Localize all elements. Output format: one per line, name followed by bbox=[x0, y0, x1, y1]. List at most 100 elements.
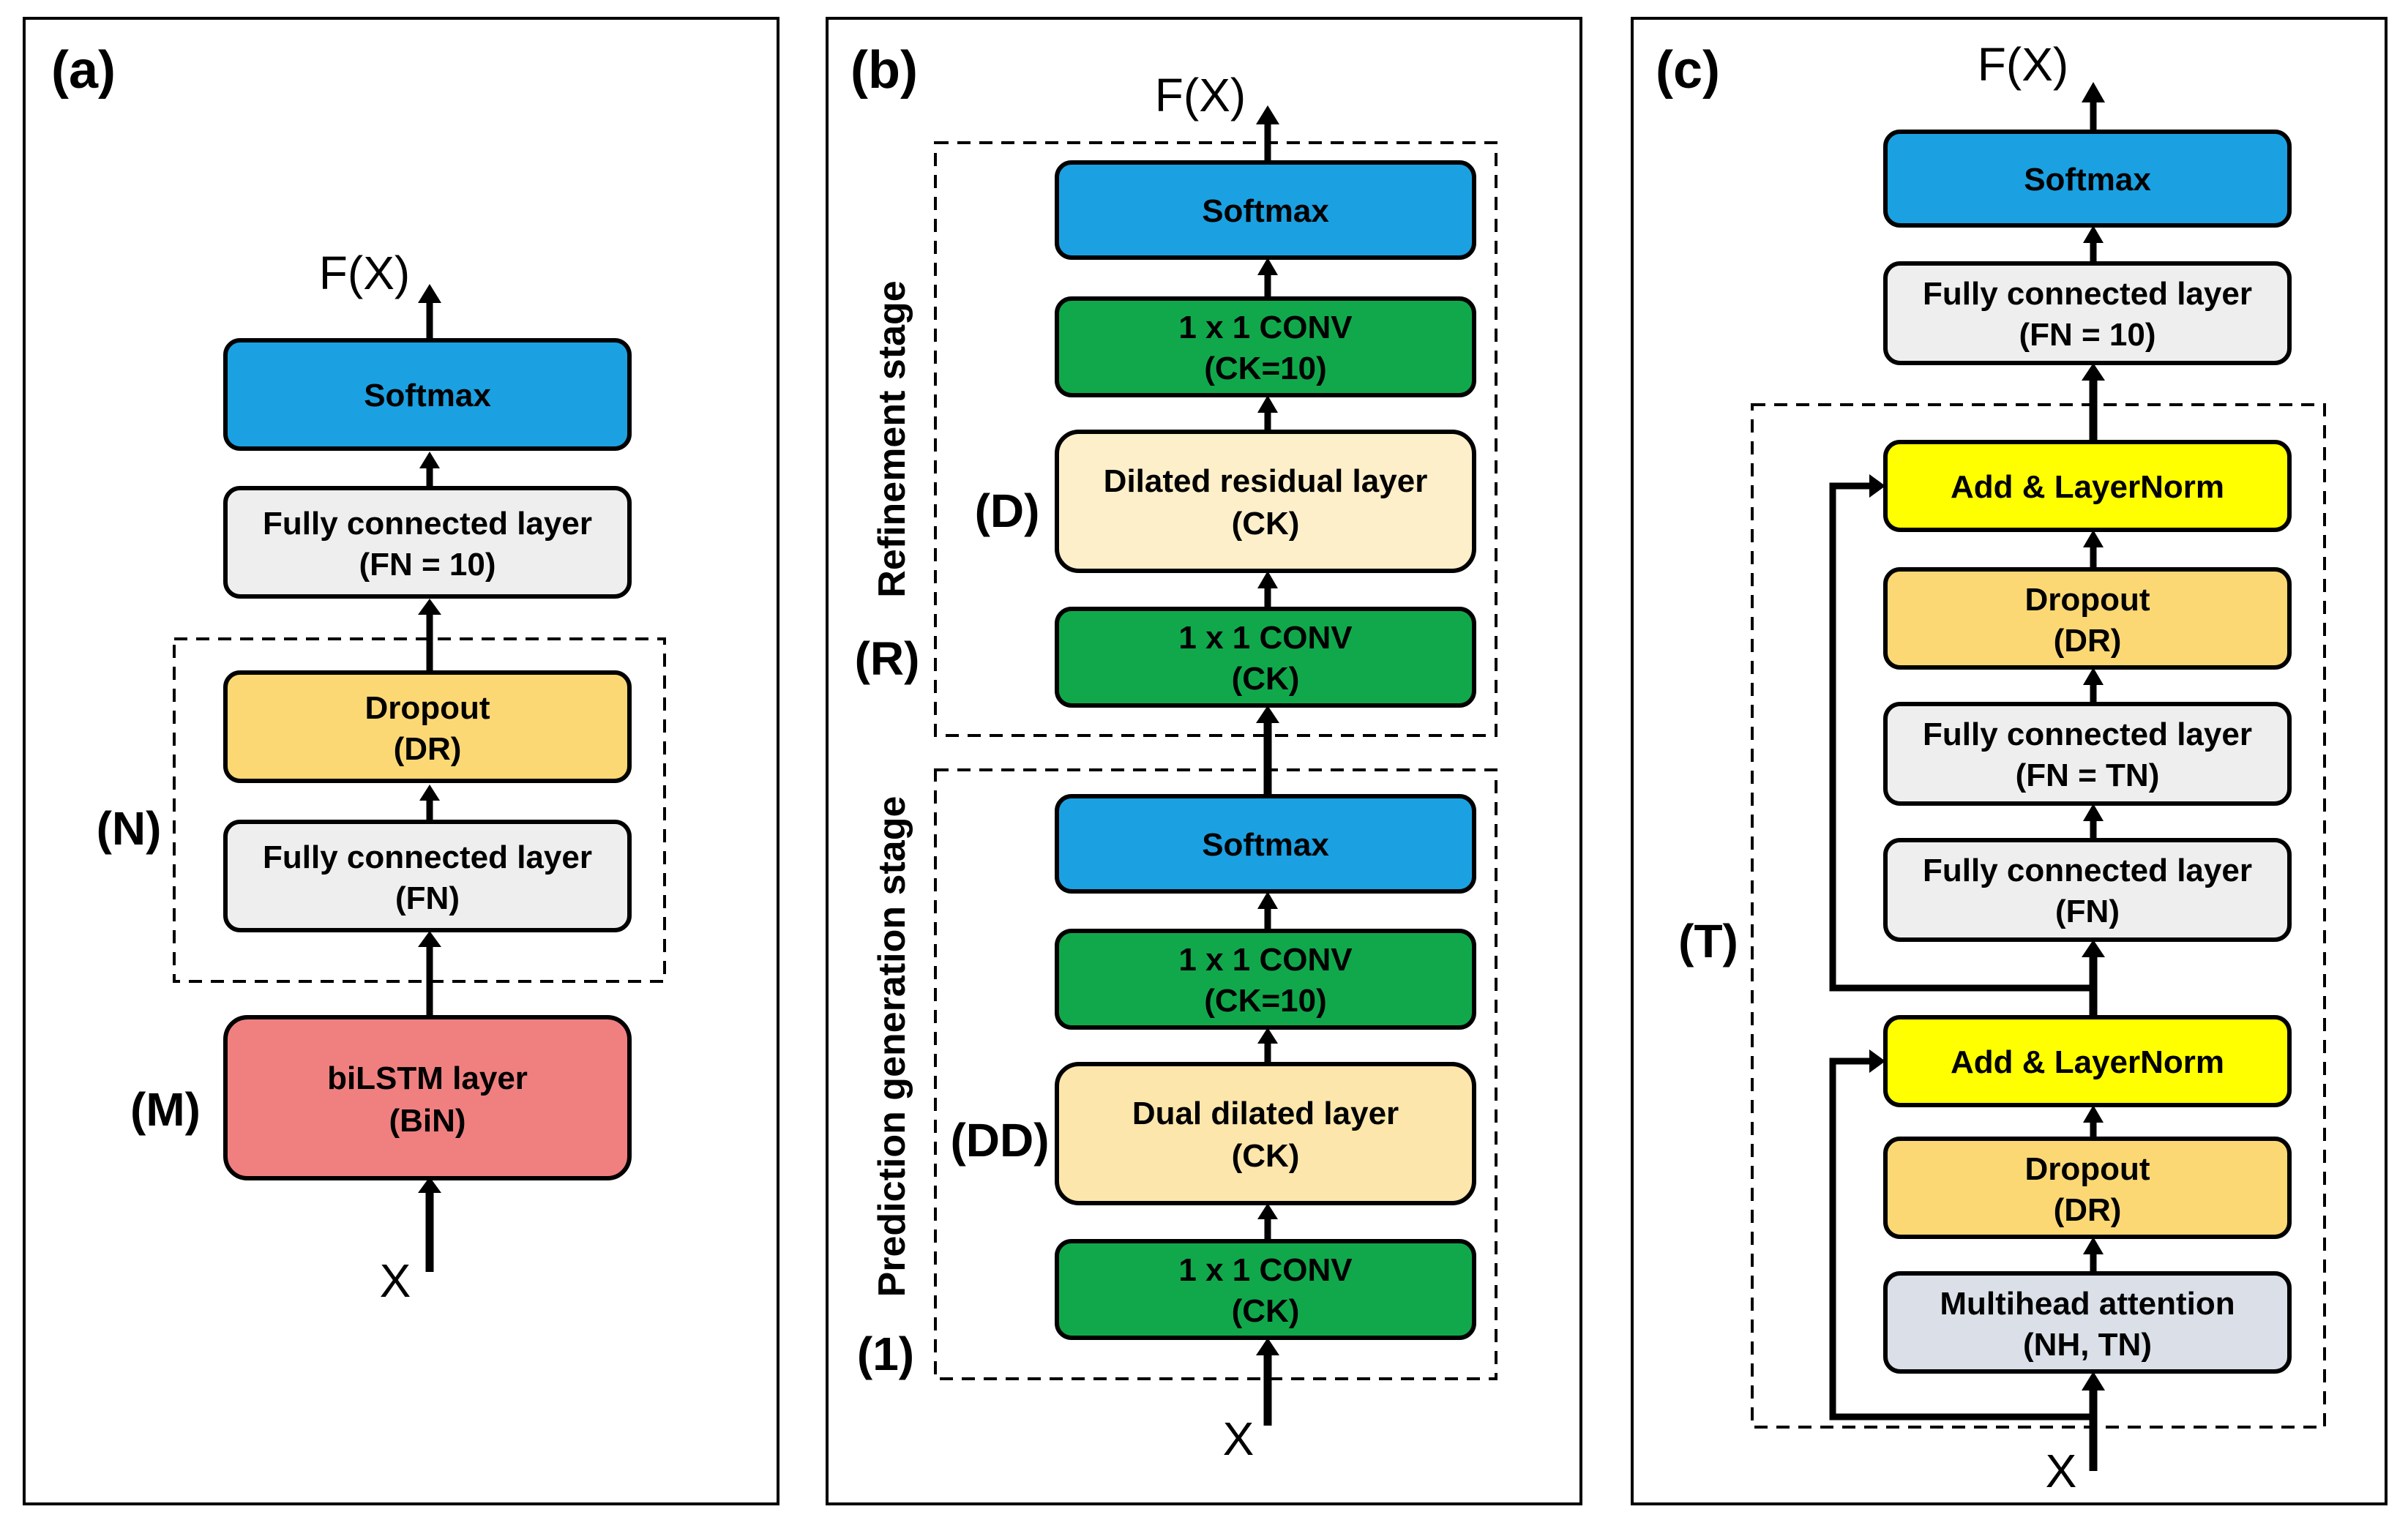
softmax-label: Softmax bbox=[2024, 162, 2151, 198]
panel-a-label: (a) bbox=[51, 41, 116, 100]
ref-dilated-param: (CK) bbox=[1232, 506, 1300, 542]
output-label: F(X) bbox=[1978, 38, 2068, 91]
multihead-attention-param: (NH, TN) bbox=[2023, 1327, 2152, 1363]
pred-conv-in-label: 1 x 1 CONV bbox=[1178, 1252, 1353, 1288]
arrow-head bbox=[2083, 530, 2104, 547]
fc-tn-box bbox=[1883, 702, 2292, 806]
refinement-block bbox=[934, 141, 1497, 737]
fc-param: (FN) bbox=[395, 880, 460, 916]
fc-tn-param: (FN = TN) bbox=[2016, 757, 2160, 793]
repeat-label-r: (R) bbox=[855, 632, 920, 685]
repeat-label-dd: (DD) bbox=[950, 1114, 1049, 1167]
arrow-head bbox=[2082, 363, 2105, 381]
residual-connection-top bbox=[1829, 482, 2093, 992]
fc-fn-label: Fully connected layer bbox=[1923, 853, 2252, 888]
fc-output-label: Fully connected layer bbox=[1923, 276, 2252, 312]
arrow-head bbox=[1257, 1027, 1278, 1044]
ref-conv-in-param: (CK) bbox=[1232, 661, 1300, 697]
arrow-head bbox=[2083, 1105, 2104, 1123]
dropout-label: Dropout bbox=[364, 690, 490, 726]
panel-c: (c) (T) Softmax Fully connected layer (F… bbox=[1631, 17, 2388, 1505]
arrow-head bbox=[418, 931, 441, 947]
fc-fn-box bbox=[1883, 838, 2292, 942]
fc-output-label: Fully connected layer bbox=[263, 506, 592, 542]
arrow-head bbox=[2083, 804, 2104, 821]
fc-fn-param: (FN) bbox=[2055, 894, 2120, 929]
input-label: X bbox=[2046, 1445, 2077, 1497]
arrow-head bbox=[418, 284, 441, 303]
dropout-bottom-param: (DR) bbox=[2054, 1192, 2122, 1228]
panel-b-label: (b) bbox=[850, 41, 918, 100]
fc-output-param: (FN = 10) bbox=[359, 547, 496, 583]
arrow-head bbox=[1869, 474, 1885, 498]
repeat-label-t: (T) bbox=[1678, 915, 1738, 967]
multihead-attention-label: Multihead attention bbox=[1940, 1286, 2235, 1322]
dropout-bottom-box bbox=[1883, 1137, 2292, 1239]
arrow-head bbox=[1256, 705, 1279, 723]
arrow-head bbox=[418, 599, 441, 615]
pred-dual-box bbox=[1055, 1062, 1476, 1205]
bilstm-box bbox=[223, 1015, 632, 1180]
arrow-head bbox=[2082, 940, 2105, 957]
dropout-top-param: (DR) bbox=[2054, 623, 2122, 659]
arrow-head bbox=[1257, 571, 1278, 588]
bilstm-param: (BiN) bbox=[389, 1103, 465, 1139]
arrow-head bbox=[1257, 891, 1278, 909]
add-layernorm-top-label: Add & LayerNorm bbox=[1951, 469, 2224, 505]
panel-b: (b) Refinement stage Prediction generati… bbox=[826, 17, 1582, 1505]
fc-tn-label: Fully connected layer bbox=[1923, 716, 2252, 752]
bilstm-label: biLSTM layer bbox=[327, 1060, 528, 1096]
arrow-head bbox=[2082, 1371, 2105, 1390]
input-label: X bbox=[380, 1254, 411, 1307]
panel-a: (a) (N) (M) Softmax Fully connected laye… bbox=[23, 17, 779, 1505]
arrow-head bbox=[2083, 225, 2104, 243]
repeat-label-1: (1) bbox=[857, 1328, 914, 1380]
panel-c-label: (c) bbox=[1656, 41, 1720, 100]
repeat-block-t bbox=[1751, 403, 2326, 1429]
repeat-label-d: (D) bbox=[975, 484, 1040, 537]
output-label: F(X) bbox=[1155, 69, 1246, 121]
ref-softmax-label: Softmax bbox=[1202, 193, 1329, 229]
arrow-head bbox=[1869, 1049, 1885, 1073]
arrow-head bbox=[2082, 82, 2105, 102]
arrow-head bbox=[1257, 1203, 1278, 1219]
fc-output-param: (FN = 10) bbox=[2019, 317, 2155, 353]
pred-dual-label: Dual dilated layer bbox=[1132, 1096, 1399, 1131]
pred-dual-param: (CK) bbox=[1232, 1138, 1300, 1174]
multihead-attention-box bbox=[1883, 1271, 2292, 1374]
prediction-block bbox=[934, 768, 1497, 1380]
pred-conv-out-label: 1 x 1 CONV bbox=[1178, 942, 1353, 978]
dropout-top-label: Dropout bbox=[2024, 582, 2150, 618]
arrow-head bbox=[1257, 395, 1278, 413]
arrow-head bbox=[1257, 258, 1278, 275]
dropout-top-box bbox=[1883, 567, 2292, 670]
ref-conv-in-label: 1 x 1 CONV bbox=[1178, 620, 1353, 656]
ref-dilated-label: Dilated residual layer bbox=[1104, 463, 1428, 499]
residual-connection-bottom bbox=[1829, 1058, 2093, 1420]
arrow-head bbox=[419, 452, 440, 468]
repeat-label-n: (N) bbox=[97, 802, 162, 855]
softmax-label: Softmax bbox=[364, 378, 491, 413]
fc-label: Fully connected layer bbox=[263, 839, 592, 875]
fc-output-box bbox=[1883, 261, 2292, 365]
repeat-label-m: (M) bbox=[130, 1083, 201, 1136]
softmax-box bbox=[1883, 130, 2292, 228]
arrow-head bbox=[2083, 667, 2104, 685]
arrow-head bbox=[1256, 1338, 1279, 1355]
refinement-stage-label: Refinement stage bbox=[871, 280, 913, 597]
ref-dilated-box bbox=[1055, 430, 1476, 573]
ref-conv-out-param: (CK=10) bbox=[1204, 351, 1327, 386]
pred-softmax-label: Softmax bbox=[1202, 827, 1329, 863]
pred-conv-in-param: (CK) bbox=[1232, 1293, 1300, 1329]
output-label: F(X) bbox=[319, 247, 410, 299]
repeat-block-n bbox=[173, 637, 666, 983]
pred-conv-out-param: (CK=10) bbox=[1204, 983, 1327, 1019]
dropout-bottom-label: Dropout bbox=[2024, 1151, 2150, 1187]
add-layernorm-bottom-label: Add & LayerNorm bbox=[1951, 1044, 2224, 1080]
prediction-stage-label: Prediction generation stage bbox=[871, 796, 913, 1298]
arrow-head bbox=[2083, 1237, 2104, 1254]
input-label: X bbox=[1223, 1412, 1255, 1465]
arrow-head bbox=[418, 1177, 441, 1193]
arrow-head bbox=[419, 785, 440, 801]
